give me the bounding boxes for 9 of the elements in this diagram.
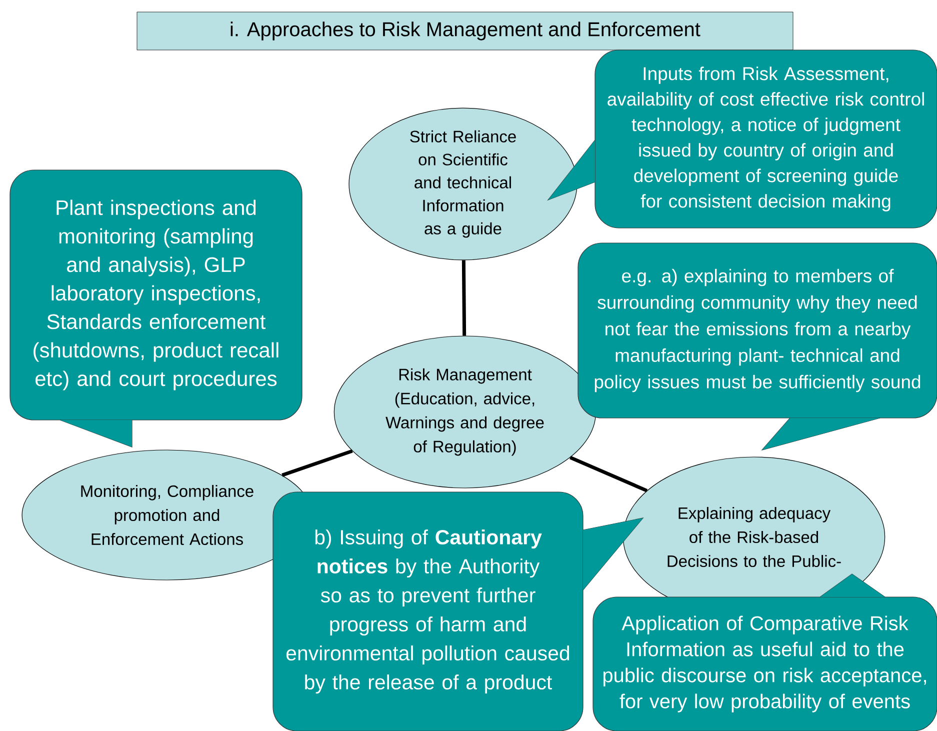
- connector-line: [570, 456, 648, 492]
- callout-bubble: Application of Comparative Risk Information as useful aid to the public discourse on risk acceptance, for very low probability of events: [592, 574, 937, 731]
- callout-bubble: e.g. a) explaining to members of surrounding community why they need not fear the emissions from a nearby manufacturing plant- technical and policy issues must be sufficiently sound: [578, 242, 937, 451]
- connector-line: [462, 260, 466, 336]
- connector-line: [282, 449, 353, 477]
- callout-bubble: Inputs from Risk Assessment, availability of cost effective risk control technology, a notice of judgment issued by country of origin and development of screening guide for consistent decision making: [547, 50, 937, 228]
- ellipse-node: Strict Reliance on Scientific and technical Information as a guide: [348, 108, 578, 260]
- title-box: i. Approaches to Risk Management and Enforcement: [136, 12, 794, 50]
- callout-bubble: Plant inspections and monitoring (sampling and analysis), GLP laboratory inspections, Standards enforcement (shutdowns, product recall etc) and court procedures: [10, 170, 302, 448]
